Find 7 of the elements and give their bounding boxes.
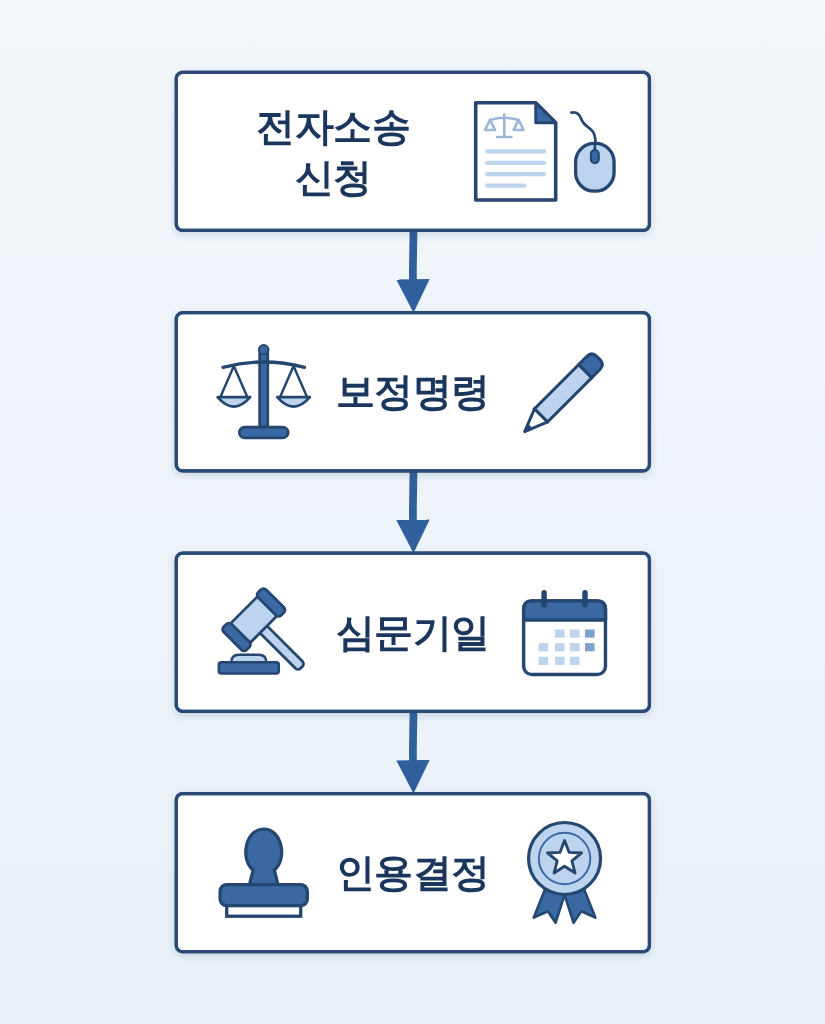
arrow — [395, 711, 430, 794]
arrow — [395, 471, 430, 554]
arrow — [395, 231, 430, 313]
step-label: 인용결정 — [335, 849, 490, 898]
step-label: 보정명령 — [335, 368, 490, 417]
step-label: 전자소송 신청 — [254, 102, 411, 201]
step-label: 심문기일 — [335, 608, 490, 657]
